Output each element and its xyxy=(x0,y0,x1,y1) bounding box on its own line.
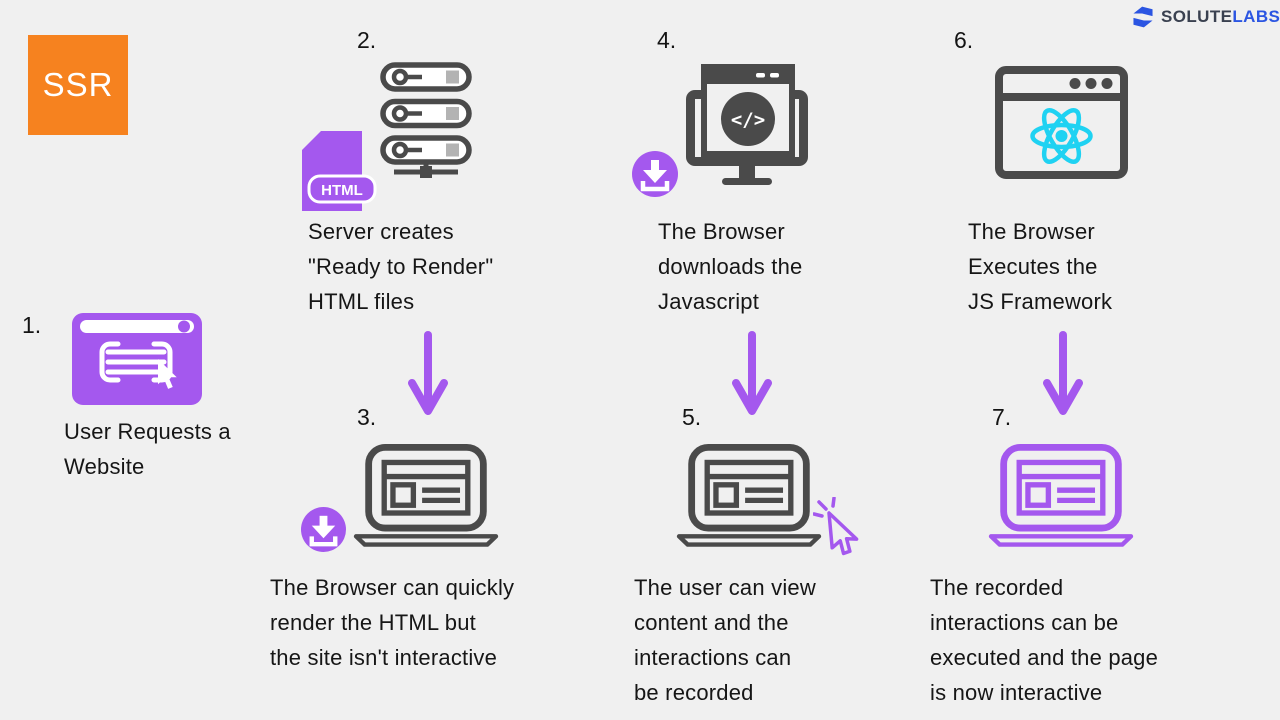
step-6-caption: The Browser Executes the JS Framework xyxy=(968,219,1113,314)
step-1-number: 1. xyxy=(22,312,42,338)
laptop-icon-purple xyxy=(988,444,1134,548)
ssr-badge-label: SSR xyxy=(42,66,114,103)
step-5-number: 5. xyxy=(682,404,702,430)
step-4-caption: The Browser downloads the Javascript xyxy=(658,219,803,314)
logo-text-accent: LABS xyxy=(1232,7,1280,26)
click-cursor-icon xyxy=(813,497,863,557)
ssr-badge: SSR xyxy=(28,35,128,135)
step-2-number: 2. xyxy=(357,27,377,53)
laptop-icon xyxy=(676,444,822,548)
logo-text-primary: SOLUTE xyxy=(1161,7,1233,26)
step-5-caption: The user can view content and the intera… xyxy=(634,575,816,705)
react-browser-icon xyxy=(995,66,1128,179)
step-1-caption: User Requests a Website xyxy=(64,419,231,479)
down-arrow-icon xyxy=(408,331,448,419)
download-icon xyxy=(632,151,678,197)
step-3-number: 3. xyxy=(357,404,377,430)
step-4-number: 4. xyxy=(657,27,677,53)
down-arrow-icon xyxy=(1043,331,1083,419)
html-file-icon: HTML xyxy=(301,130,377,214)
code-browser-icon: </> xyxy=(684,64,810,190)
browser-request-icon xyxy=(72,313,202,405)
step-7-number: 7. xyxy=(992,404,1012,430)
down-arrow-icon xyxy=(732,331,772,419)
step-6-number: 6. xyxy=(954,27,974,53)
laptop-icon xyxy=(353,444,499,548)
solutelabs-logo-icon xyxy=(1130,4,1156,30)
solutelabs-logo-text: SOLUTELABS xyxy=(1161,7,1280,27)
server-icon xyxy=(380,62,472,182)
code-glyph: </> xyxy=(731,109,765,131)
download-icon xyxy=(301,507,346,552)
html-file-label: HTML xyxy=(321,182,363,199)
step-2-caption: Server creates "Ready to Render" HTML fi… xyxy=(308,219,494,314)
react-logo xyxy=(1030,108,1093,164)
step-3-caption: The Browser can quickly render the HTML … xyxy=(270,575,515,670)
solutelabs-logo: SOLUTELABS xyxy=(1130,4,1280,30)
step-7-caption: The recorded interactions can be execute… xyxy=(930,575,1159,705)
